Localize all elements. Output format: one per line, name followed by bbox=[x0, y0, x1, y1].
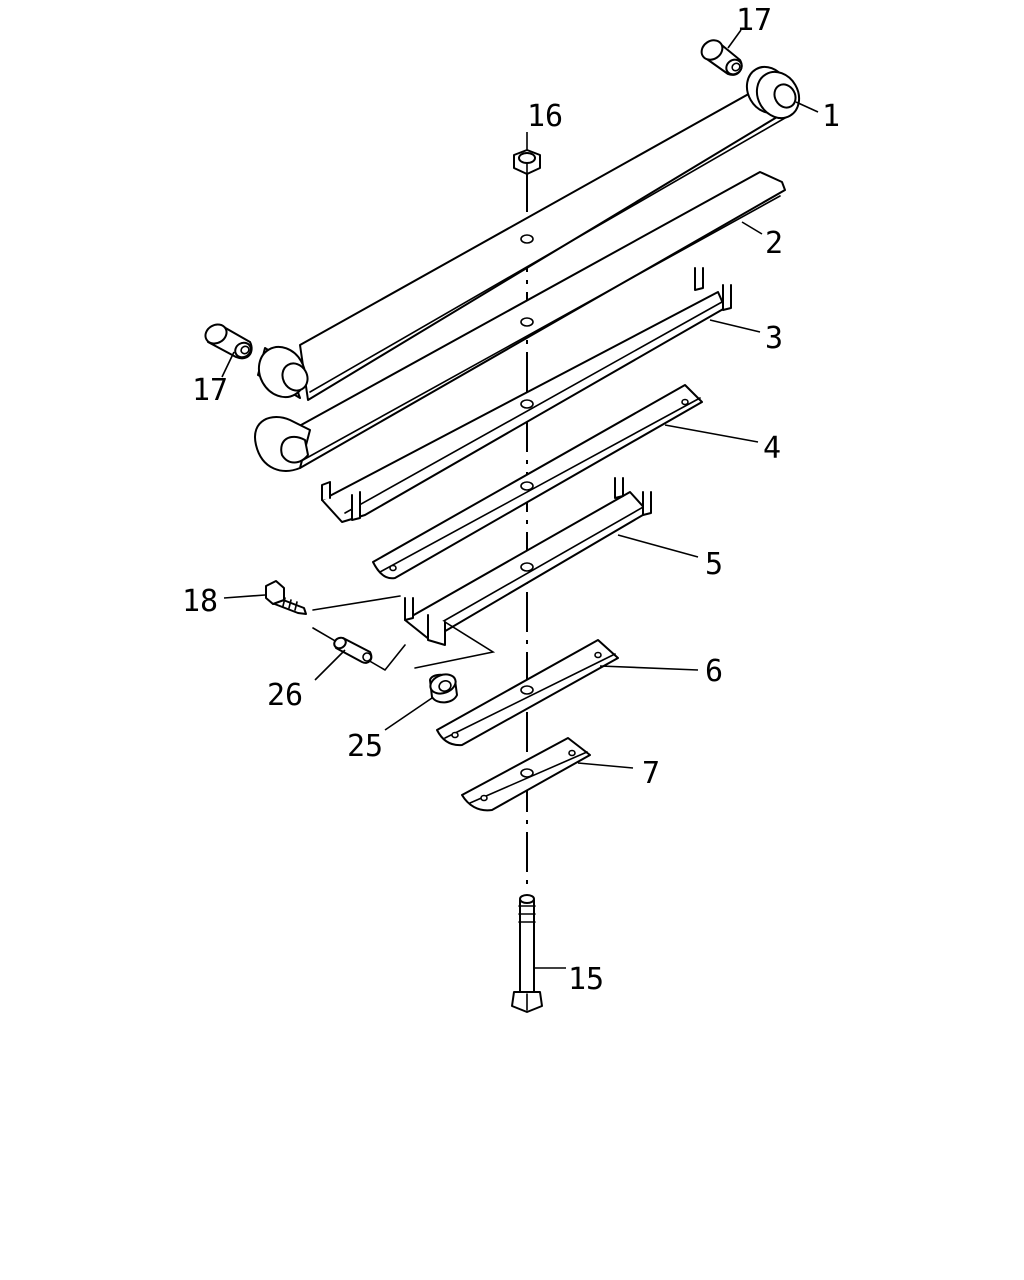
part-6-leaf bbox=[436, 639, 619, 747]
callout-1: 1 bbox=[822, 99, 840, 134]
part-2-wrapped-eye bbox=[254, 416, 311, 472]
part-1-front-eye bbox=[257, 345, 309, 399]
callout-17-front: 17 bbox=[192, 373, 228, 408]
callout-4: 4 bbox=[763, 431, 781, 466]
callout-18: 18 bbox=[182, 584, 218, 619]
callout-17-rear: 17 bbox=[736, 3, 772, 38]
part-18-clip-bolt bbox=[265, 580, 307, 615]
part-2-second-leaf bbox=[254, 171, 786, 472]
callout-3: 3 bbox=[765, 321, 783, 356]
part-15-center-bolt bbox=[511, 894, 543, 1013]
callout-labels: 17 1 16 2 3 4 5 6 7 15 17 18 26 25 bbox=[182, 3, 840, 997]
part-3-clip-leaf bbox=[321, 267, 732, 523]
part-1-main-leaf bbox=[257, 65, 801, 401]
part-16-nut bbox=[513, 149, 541, 175]
callout-26: 26 bbox=[267, 678, 303, 713]
leader-lines bbox=[221, 29, 819, 969]
part-1-rear-eye bbox=[745, 65, 801, 120]
part-17-bushing-front bbox=[204, 323, 253, 360]
callout-5: 5 bbox=[705, 547, 723, 582]
part-5-clip-leaf bbox=[404, 477, 652, 646]
part-17-bushing-rear bbox=[700, 39, 743, 76]
part-7-short-leaf bbox=[461, 737, 591, 812]
callout-15: 15 bbox=[568, 962, 604, 997]
callout-6: 6 bbox=[705, 654, 723, 689]
callout-7: 7 bbox=[642, 756, 660, 791]
callout-2: 2 bbox=[765, 226, 783, 261]
callout-25: 25 bbox=[347, 729, 383, 764]
callout-16: 16 bbox=[527, 99, 563, 134]
part-26-spacer-tube bbox=[333, 636, 373, 664]
part-25-collar bbox=[429, 673, 458, 704]
part-4-leaf bbox=[372, 384, 703, 580]
